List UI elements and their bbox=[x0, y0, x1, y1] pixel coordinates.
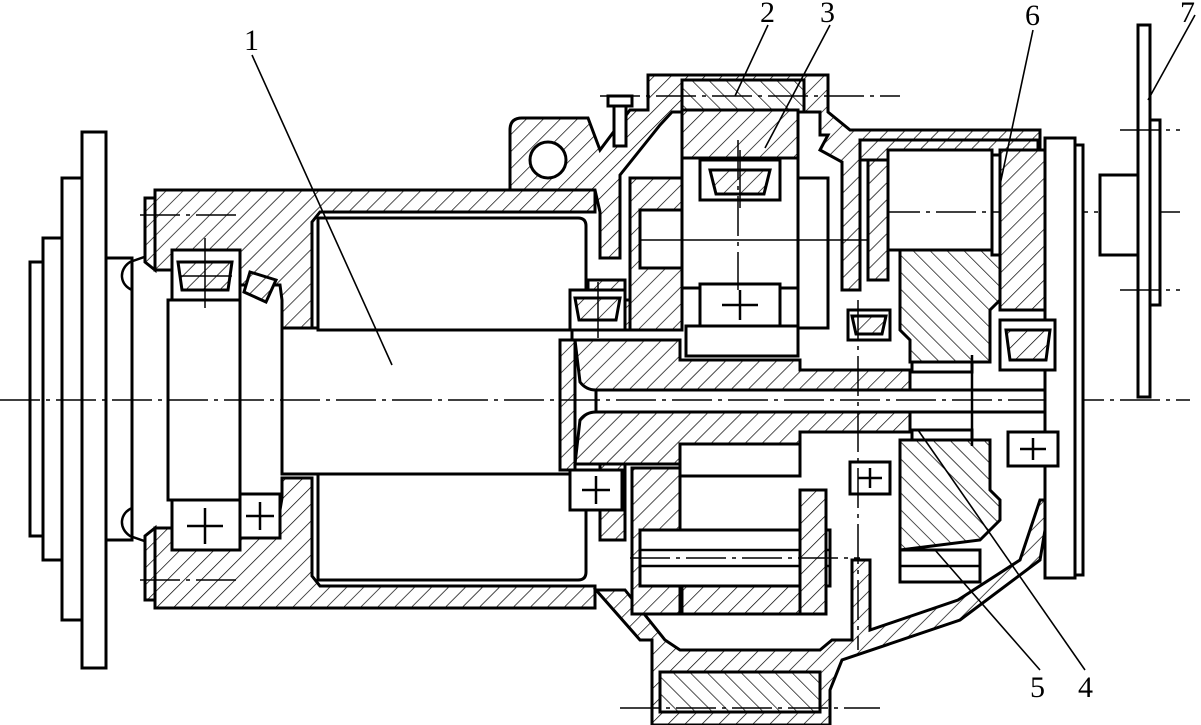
leader-6 bbox=[999, 29, 1034, 186]
lifting-lug-hole bbox=[528, 140, 568, 180]
leader-1 bbox=[251, 54, 393, 366]
callout-labels: 1 2 3 4 5 6 7 bbox=[244, 0, 1195, 704]
callout-7: 7 bbox=[1180, 0, 1195, 29]
top-bolt bbox=[606, 94, 634, 148]
leader-5 bbox=[934, 549, 1041, 671]
leader-2 bbox=[734, 24, 769, 97]
leader-lines bbox=[251, 14, 1196, 671]
output-disc bbox=[1098, 23, 1180, 399]
leader-4 bbox=[917, 429, 1086, 671]
output-gear bbox=[898, 248, 1002, 584]
center-bearings bbox=[568, 282, 892, 512]
callout-1: 1 bbox=[244, 24, 259, 57]
leader-3 bbox=[764, 24, 831, 149]
callout-2: 2 bbox=[760, 0, 775, 29]
callout-3: 3 bbox=[820, 0, 835, 29]
callout-4: 4 bbox=[1078, 671, 1093, 704]
input-flange bbox=[28, 130, 151, 670]
upper-pinion bbox=[858, 136, 1180, 580]
central-hub bbox=[0, 338, 1190, 466]
leader-7 bbox=[1147, 14, 1196, 101]
callout-6: 6 bbox=[1025, 0, 1040, 32]
centre-marks bbox=[140, 95, 900, 709]
callout-5: 5 bbox=[1030, 671, 1045, 704]
left-tapered-bearing bbox=[170, 238, 279, 308]
left-ball-bearing bbox=[170, 492, 282, 552]
intermediate-gear bbox=[628, 108, 880, 358]
